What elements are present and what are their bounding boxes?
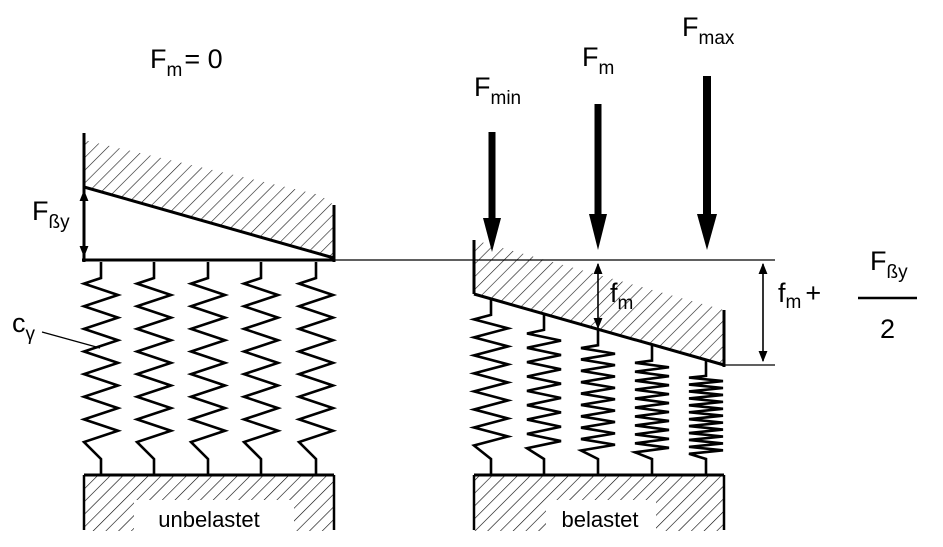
fmax-label: Fmax: [682, 12, 735, 49]
unloaded-spring: [132, 262, 176, 475]
unloaded-assembly: [41, 133, 338, 536]
loaded-spring: [523, 313, 562, 475]
fby-label: Fßy: [32, 196, 70, 233]
force-arrow-fm: [589, 104, 607, 250]
force-arrow-fmin: [483, 132, 501, 252]
fraction-denominator: 2: [880, 314, 895, 344]
unloaded-slope: [83, 185, 335, 260]
unloaded-spring: [79, 262, 123, 475]
loaded-springs: [468, 298, 724, 475]
unloaded-spring: [239, 262, 283, 475]
force-arrow-fmax: [697, 76, 717, 250]
loaded-spring: [576, 329, 616, 475]
unloaded-label: unbelastet: [158, 507, 260, 532]
loaded-spring: [629, 344, 670, 475]
loaded-spring: [688, 359, 724, 475]
fm-zero-label: Fm= 0: [150, 44, 223, 81]
loaded-base-label-bg: [546, 500, 656, 536]
unloaded-springs: [79, 262, 338, 475]
fm-deflection-label: fm: [610, 278, 633, 314]
loaded-label: belastet: [561, 507, 638, 532]
unloaded-spring: [186, 262, 230, 475]
fm-label: Fm: [582, 42, 614, 79]
unloaded-wedge-hatch: [84, 140, 334, 258]
fmin-label: Fmin: [474, 72, 521, 109]
cy-leader-line: [41, 331, 101, 349]
loaded-assembly: [468, 76, 775, 536]
loaded-spring: [468, 298, 514, 475]
unloaded-spring: [294, 262, 338, 475]
unloaded-base-label-bg: [134, 500, 294, 536]
formula-label: fm+: [778, 278, 821, 313]
fraction-numerator: Fßy: [870, 246, 908, 283]
cy-label: cγ: [12, 308, 36, 345]
